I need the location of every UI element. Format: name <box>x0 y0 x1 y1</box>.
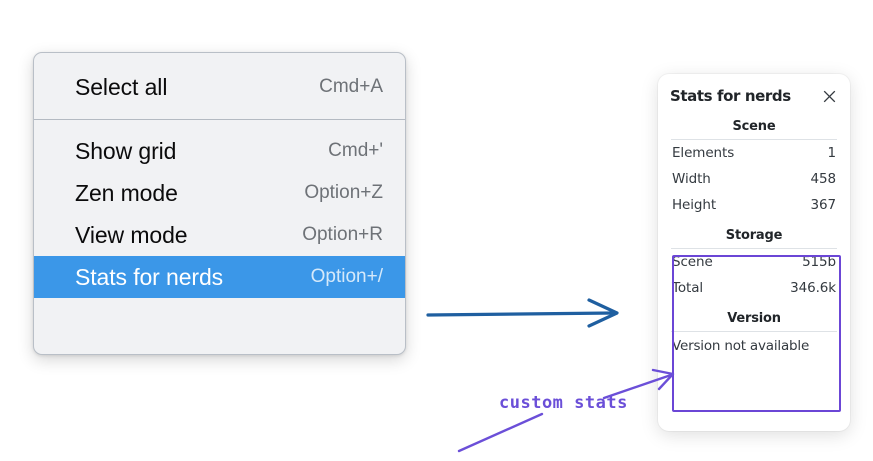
stats-for-nerds-panel[interactable]: Stats for nerds Scene Elements 1 Width 4… <box>658 74 850 431</box>
menu-item-label: Stats for nerds <box>75 263 224 290</box>
stat-row-elements: Elements 1 <box>670 140 838 166</box>
stat-value: 515b <box>802 254 836 270</box>
stat-row-storage-total: Total 346.6k <box>670 275 838 301</box>
menu-item-label: Zen mode <box>75 179 178 206</box>
section-title-storage: Storage <box>725 228 783 243</box>
context-menu[interactable]: Select all Cmd+A Show grid Cmd+' Zen mod… <box>33 52 406 355</box>
menu-item-shortcut: Option+Z <box>304 182 383 203</box>
stat-value: 346.6k <box>790 280 836 296</box>
menu-item-shortcut: Option+R <box>302 224 383 245</box>
menu-divider <box>34 119 405 120</box>
menu-item-shortcut: Option+/ <box>310 266 383 287</box>
section-title-scene: Scene <box>732 119 776 134</box>
stat-key: Elements <box>672 145 735 161</box>
stat-value: 458 <box>810 171 837 187</box>
menu-item-view-mode[interactable]: View mode Option+R <box>34 214 405 256</box>
stat-row-storage-scene: Scene 515b <box>670 249 838 275</box>
menu-item-label: Select all <box>75 73 168 100</box>
menu-item-stats-for-nerds[interactable]: Stats for nerds Option+/ <box>34 256 405 298</box>
menu-item-show-grid[interactable]: Show grid Cmd+' <box>34 130 405 172</box>
section-rule <box>671 139 837 140</box>
stat-key: Scene <box>672 254 713 270</box>
stat-row-width: Width 458 <box>670 166 838 192</box>
stat-row-height: Height 367 <box>670 192 838 218</box>
stat-key: Total <box>672 280 704 296</box>
flow-arrow-icon <box>426 298 619 328</box>
section-rule <box>671 248 837 249</box>
menu-item-shortcut: Cmd+' <box>328 140 383 161</box>
menu-item-zen-mode[interactable]: Zen mode Option+Z <box>34 172 405 214</box>
stat-value: 1 <box>827 145 837 161</box>
close-icon[interactable] <box>820 87 838 105</box>
stat-value: 367 <box>810 197 837 213</box>
stats-panel-title: Stats for nerds <box>670 87 791 105</box>
stat-row-version: Version not available <box>672 338 810 354</box>
menu-item-label: View mode <box>75 221 188 248</box>
menu-item-shortcut: Cmd+A <box>319 76 383 97</box>
annotation-underline-stroke <box>457 412 544 453</box>
menu-item-select-all[interactable]: Select all Cmd+A <box>34 66 405 108</box>
stat-key: Height <box>672 197 717 213</box>
section-title-version: Version <box>727 311 781 326</box>
section-rule <box>671 331 837 332</box>
stat-key: Width <box>672 171 711 187</box>
annotation-label: custom stats <box>499 393 628 413</box>
menu-group-general: Select all Cmd+A <box>34 53 405 119</box>
stats-panel-header: Stats for nerds <box>670 74 838 109</box>
menu-group-view: Show grid Cmd+' Zen mode Option+Z View m… <box>34 120 405 307</box>
menu-item-label: Show grid <box>75 137 177 164</box>
